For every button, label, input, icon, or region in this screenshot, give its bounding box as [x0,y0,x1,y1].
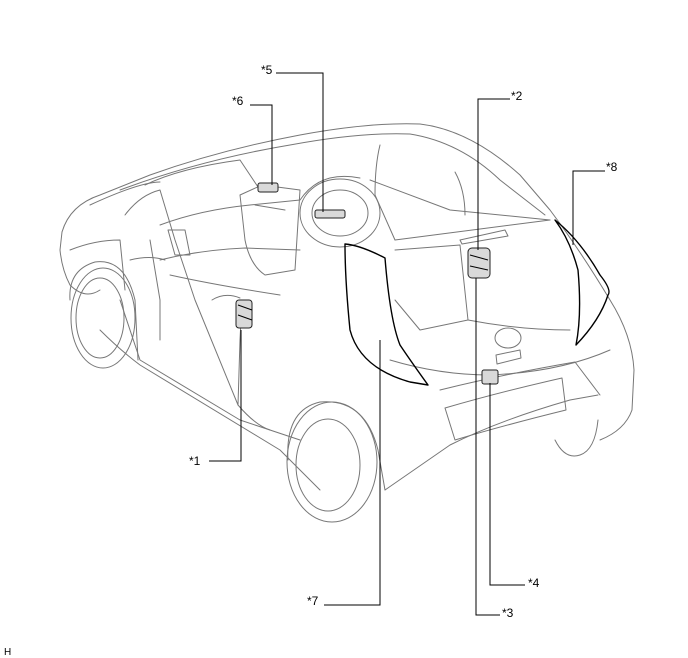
callout-2: *2 [511,89,523,103]
callout-3: *3 [502,606,514,620]
leader-7 [324,340,381,606]
leader-8 [572,170,605,245]
leader-6 [250,104,273,185]
callout-4: *4 [528,576,540,590]
leader-lines [209,72,605,616]
callout-5: *5 [261,63,273,77]
leader-5 [276,72,324,212]
leader-2 [477,98,510,250]
callout-8: *8 [606,160,618,174]
leader-3 [475,278,500,616]
callout-6: *6 [232,94,244,108]
part-5-component [314,209,346,219]
left-side-panel-outline [344,243,429,386]
part-2-component [467,247,491,279]
leader-1 [209,330,242,462]
callout-7: *7 [307,594,319,608]
part-1-component [235,299,253,329]
part-4-component [481,369,499,385]
callout-1: *1 [189,454,201,468]
car-body-outline [59,123,635,523]
leader-4 [489,383,525,586]
right-side-panel-outline [554,219,610,346]
corner-code: H [4,647,11,658]
part-6-component [257,182,279,193]
